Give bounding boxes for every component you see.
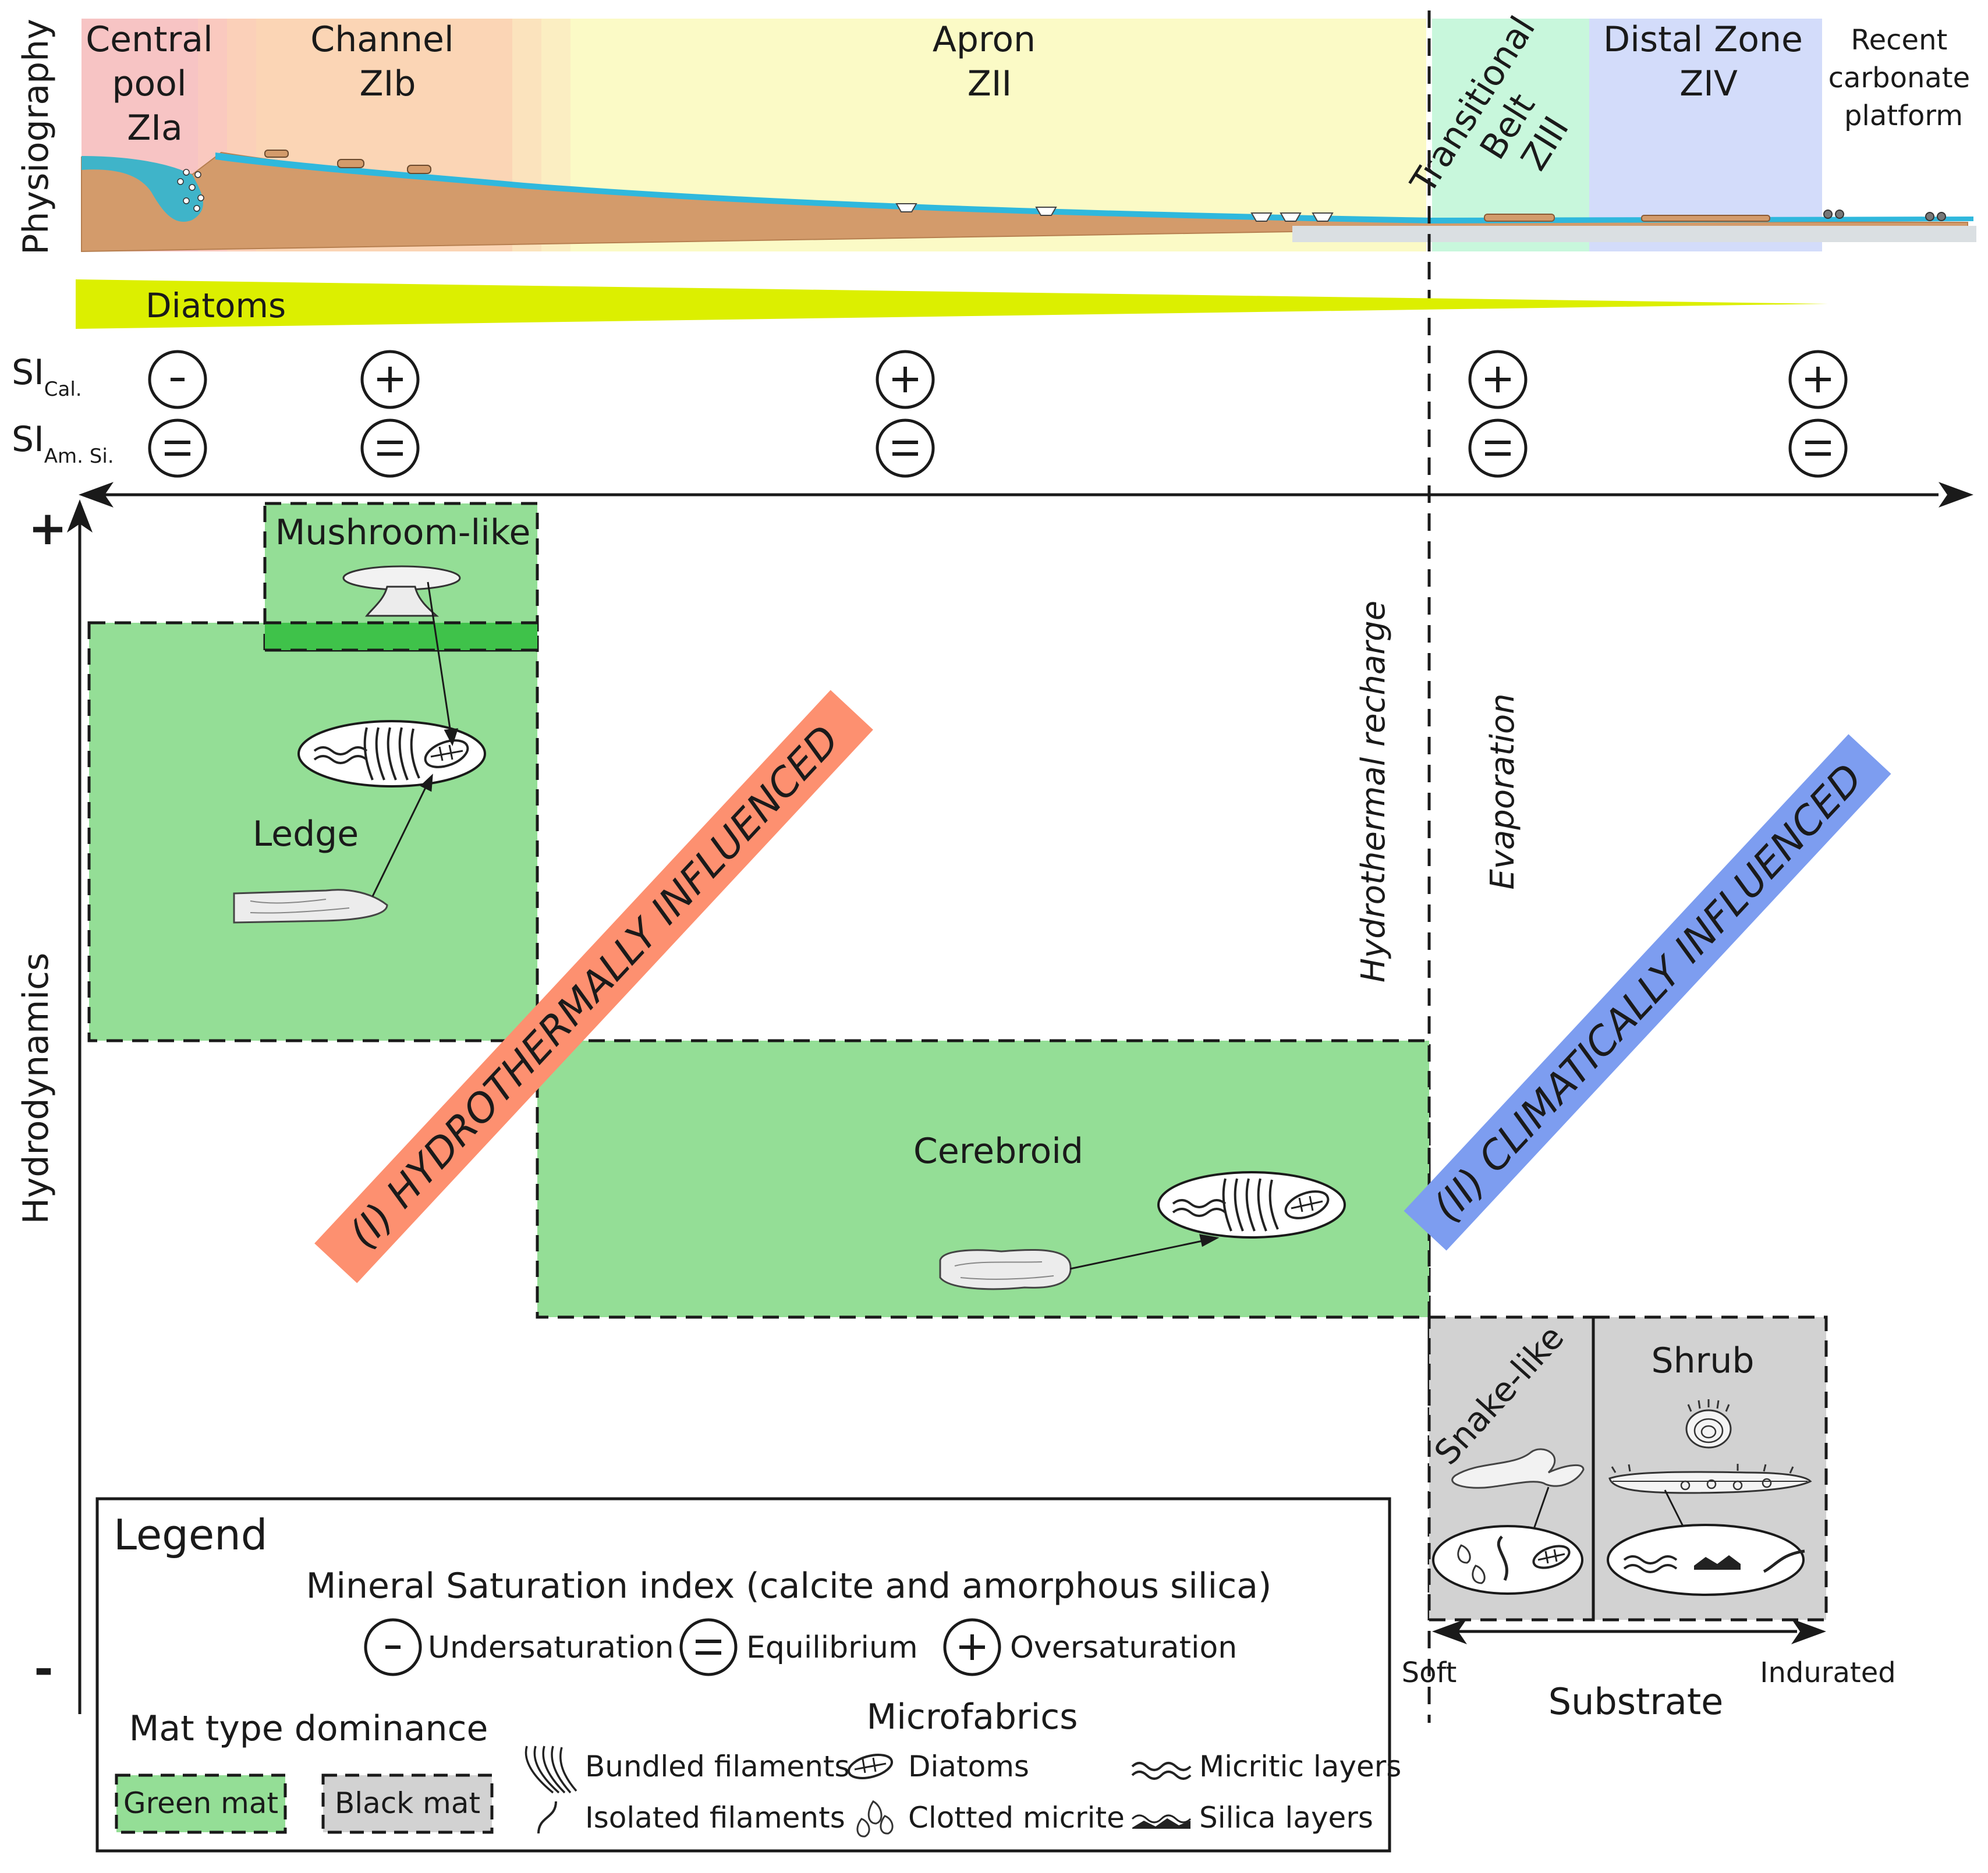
- diatoms-wedge: Diatoms: [76, 279, 1828, 329]
- zone-label-distal-zone: Distal Zone ZIV: [1603, 19, 1814, 104]
- si-silica-symbol-4: [1788, 418, 1848, 478]
- evaporation-label: Evaporation: [1484, 693, 1522, 889]
- legend-bundled-icon: [525, 1746, 577, 1794]
- si-calcite-symbol-3: [1468, 350, 1528, 409]
- si-calcite-label: SICal.: [12, 352, 82, 401]
- legend-bundled-label: Bundled filaments: [585, 1750, 850, 1783]
- mushroom-ledge-overlap: [265, 623, 537, 650]
- si-silica-symbols: [148, 418, 1848, 478]
- zone-label-channel: Channel ZIb: [310, 19, 465, 104]
- si-calcite-symbol-1: [360, 350, 420, 409]
- shrub-sketch: [1607, 1399, 1812, 1596]
- legend-under-symbol: [364, 1618, 422, 1676]
- legend-equil-symbol: [679, 1618, 738, 1676]
- hydro-high-sign: +: [28, 501, 67, 555]
- cerebroid-label: Cerebroid: [913, 1131, 1083, 1172]
- horizontal-axis-arrow: [79, 482, 1973, 508]
- hydro-low-sign: -: [34, 1642, 53, 1696]
- legend-green-mat-label: Green mat: [123, 1786, 278, 1820]
- si-calcite-symbols: [148, 350, 1848, 409]
- diatoms-label: Diatoms: [146, 286, 286, 325]
- physiography-axis-label: Physiography: [16, 19, 56, 255]
- substrate-axis: Soft Indurated Substrate: [1402, 1619, 1896, 1723]
- si-calcite-symbol-0: [148, 350, 207, 409]
- legend-isolated-label: Isolated filaments: [585, 1801, 845, 1835]
- si-silica-symbol-1: [360, 418, 420, 478]
- green-mat-boxes: Mushroom-like Ledge Cerebroid: [87, 502, 1431, 1319]
- legend-title: Legend: [114, 1510, 267, 1559]
- hydrodynamics-axis-label: Hydrodynamics: [16, 953, 56, 1225]
- legend: Legend Mineral Saturation index (calcite…: [95, 1497, 1401, 1853]
- mushroom-label: Mushroom-like: [275, 512, 531, 553]
- legend-msi-title: Mineral Saturation index (calcite and am…: [306, 1566, 1272, 1606]
- hydrothermal-recharge-label: Hydrothermal recharge: [1355, 601, 1392, 982]
- legend-isolated-icon: [537, 1801, 557, 1834]
- ledge-sketch: [233, 889, 388, 924]
- mushroom-sketch: [342, 565, 461, 617]
- si-calcite-symbol-4: [1788, 350, 1848, 409]
- si-silica-symbol-2: [876, 418, 935, 478]
- legend-equil-label: Equilibrium: [746, 1630, 918, 1665]
- legend-black-mat-label: Black mat: [335, 1786, 480, 1820]
- physiography-band: [81, 19, 1976, 253]
- legend-micritic-icon: [1131, 1762, 1192, 1780]
- zone-bg-transitional-belt: [1432, 19, 1589, 251]
- zone-label-carbonate-platform: Recent carbonate platform: [1828, 24, 1979, 132]
- zone-bg-distal-zone: [1589, 19, 1822, 251]
- legend-clotted-icon: [856, 1800, 894, 1837]
- legend-over-symbol: [943, 1618, 1001, 1676]
- legend-black-mat-swatch: [321, 1773, 494, 1834]
- ledge-label: Ledge: [253, 814, 359, 854]
- legend-silica-icon: [1131, 1814, 1192, 1829]
- ledge-arrows: [371, 581, 459, 897]
- si-silica-symbol-3: [1468, 418, 1528, 478]
- legend-micritic-label: Micritic layers: [1199, 1750, 1401, 1783]
- ledge-box: [87, 621, 539, 1042]
- saturation-rows: SICal. SIAm. Si.: [12, 350, 1848, 478]
- legend-diatoms-icon: [848, 1754, 893, 1779]
- legend-under-label: Undersaturation: [428, 1630, 674, 1665]
- ledge-microfabric-ellipse: [297, 720, 486, 787]
- snake-sketch: [1432, 1448, 1585, 1595]
- si-calcite-symbol-2: [876, 350, 935, 409]
- climatic-banner: (II) CLIMATICALLY INFLUENCED: [1404, 734, 1891, 1251]
- si-silica-label: SIAm. Si.: [12, 419, 114, 468]
- cerebroid-microfabric-ellipse: [1157, 1171, 1346, 1239]
- water-film: [81, 156, 203, 222]
- carbonate-platform: [1292, 226, 1976, 242]
- cerebroid-sketch: [939, 1248, 1072, 1290]
- si-silica-symbol-0: [148, 418, 207, 478]
- legend-over-label: Oversaturation: [1010, 1630, 1237, 1665]
- legend-clotted-label: Clotted micrite: [908, 1801, 1125, 1835]
- substrate-title: Substrate: [1548, 1680, 1724, 1723]
- legend-mat-title: Mat type dominance: [129, 1708, 488, 1749]
- legend-silica-label: Silica layers: [1199, 1801, 1373, 1835]
- zone-label-apron: Apron ZII: [933, 19, 1047, 104]
- legend-micro-title: Microfabrics: [866, 1697, 1078, 1737]
- hydrodynamics-axis: + - Hydrodynamics: [16, 499, 93, 1714]
- legend-frame: [95, 1497, 1391, 1853]
- legend-green-mat-swatch: [115, 1773, 287, 1834]
- cerebroid-arrow: [1069, 1234, 1220, 1270]
- substrate-indurated-label: Indurated: [1760, 1656, 1895, 1689]
- shrub-label: Shrub: [1652, 1340, 1755, 1381]
- legend-diatoms-label: Diatoms: [908, 1750, 1029, 1783]
- zone-label-central-pool: Central pool ZIa: [86, 19, 224, 148]
- substrate-soft-label: Soft: [1402, 1656, 1457, 1689]
